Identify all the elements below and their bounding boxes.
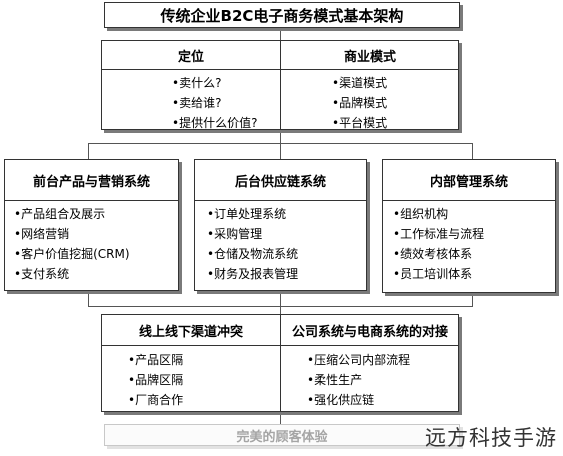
connector-merge-right — [472, 294, 473, 306]
internal-management-list: •组织机构 •工作标准与流程 •绩效考核体系 •员工培训体系 — [393, 204, 484, 284]
list-item: •网络营销 — [14, 227, 70, 241]
supply-chain-title: 后台供应链系统 — [234, 174, 326, 190]
list-item: •采购管理 — [207, 227, 263, 241]
list-item: •客户价值挖掘(CRM) — [14, 247, 130, 261]
list-item: •员工培训体系 — [393, 267, 473, 281]
list-item: •品牌模式 — [332, 96, 388, 110]
business-model-header: 商业模式 — [343, 49, 396, 65]
connector-merge-center — [280, 292, 281, 314]
positioning-list: •卖什么? •卖给谁? •提供什么价值? — [172, 73, 257, 133]
list-item: •柔性生产 — [307, 373, 363, 387]
connector-merge-horizontal — [88, 306, 473, 307]
bottom-section-divider — [280, 315, 281, 411]
diagram-title-text: 传统企业B2C电子商务模式基本架构 — [160, 6, 404, 25]
frontend-system-box: 前台产品与营销系统 •产品组合及展示 •网络营销 •客户价值挖掘(CRM) •支… — [4, 159, 179, 291]
list-item: •绩效考核体系 — [393, 247, 473, 261]
top-section: 定位 商业模式 •卖什么? •卖给谁? •提供什么价值? •渠道模式 •品牌模式… — [101, 40, 459, 130]
list-item: •平台模式 — [332, 116, 388, 130]
list-item: •订单处理系统 — [207, 207, 287, 221]
business-model-list: •渠道模式 •品牌模式 •平台模式 — [332, 73, 387, 133]
frontend-system-header: 前台产品与营销系统 — [5, 160, 178, 201]
frontend-system-list: •产品组合及展示 •网络营销 •客户价值挖掘(CRM) •支付系统 — [14, 204, 130, 284]
list-item: •强化供应链 — [307, 393, 375, 407]
diagram-title: 传统企业B2C电子商务模式基本架构 — [104, 2, 460, 28]
connector-title-to-top — [280, 28, 281, 40]
channel-conflict-header: 线上线下渠道冲突 — [138, 324, 243, 340]
connector-branch-center — [280, 143, 281, 159]
list-item: •产品区隔 — [128, 353, 184, 367]
internal-management-header: 内部管理系统 — [383, 160, 555, 201]
list-item: •组织机构 — [393, 207, 449, 221]
list-item: •产品组合及展示 — [14, 207, 106, 221]
footer-box: 完美的顾客体验 — [104, 424, 460, 446]
connector-merge-left — [88, 290, 89, 306]
list-item: •支付系统 — [14, 267, 70, 281]
connector-branch-right — [472, 143, 473, 159]
bottom-section: 线上线下渠道冲突 公司系统与电商系统的对接 •产品区隔 •品牌区隔 •厂商合作 … — [101, 314, 459, 412]
connector-branch-left — [88, 143, 89, 159]
list-item: •仓储及物流系统 — [207, 247, 299, 261]
list-item: •渠道模式 — [332, 76, 388, 90]
list-item: •厂商合作 — [128, 393, 184, 407]
supply-chain-list: •订单处理系统 •采购管理 •仓储及物流系统 •财务及报表管理 — [207, 204, 298, 284]
list-item: •压缩公司内部流程 — [307, 353, 411, 367]
internal-management-title: 内部管理系统 — [429, 174, 508, 190]
top-section-divider — [280, 41, 281, 129]
positioning-header: 定位 — [177, 49, 204, 65]
channel-conflict-list: •产品区隔 •品牌区隔 •厂商合作 — [128, 350, 183, 410]
connector-top-down — [280, 130, 281, 143]
list-item: •品牌区隔 — [128, 373, 184, 387]
supply-chain-header: 后台供应链系统 — [195, 160, 366, 201]
list-item: •卖什么? — [172, 76, 222, 90]
internal-management-box: 内部管理系统 •组织机构 •工作标准与流程 •绩效考核体系 •员工培训体系 — [382, 159, 556, 293]
list-item: •提供什么价值? — [172, 116, 258, 130]
footer-text: 完美的顾客体验 — [236, 429, 328, 445]
list-item: •卖给谁? — [172, 96, 222, 110]
frontend-system-title: 前台产品与营销系统 — [32, 174, 150, 190]
connector-bottom-to-footer — [280, 412, 281, 424]
watermark-text: 远方科技手游 — [425, 426, 557, 450]
list-item: •财务及报表管理 — [207, 267, 299, 281]
supply-chain-box: 后台供应链系统 •订单处理系统 •采购管理 •仓储及物流系统 •财务及报表管理 — [194, 159, 367, 291]
list-item: •工作标准与流程 — [393, 227, 485, 241]
system-integration-list: •压缩公司内部流程 •柔性生产 •强化供应链 — [307, 350, 410, 410]
system-integration-header: 公司系统与电商系统的对接 — [291, 324, 448, 340]
